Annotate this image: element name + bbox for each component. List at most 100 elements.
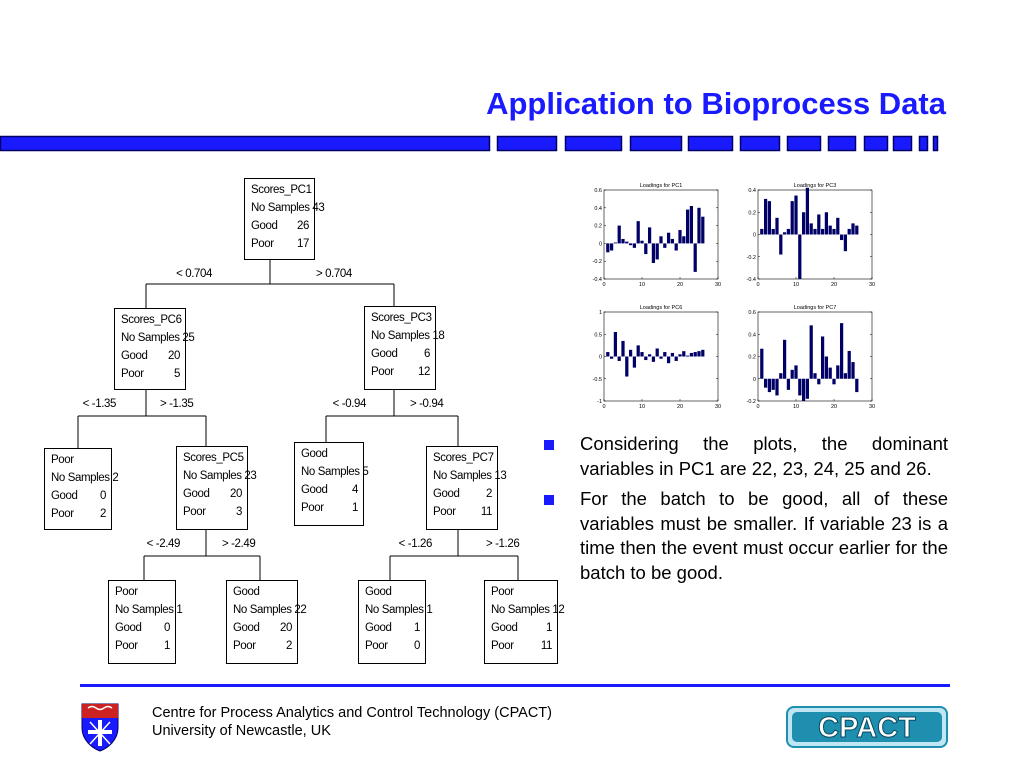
tree-node-count: 1	[164, 640, 170, 652]
tree-node-label: No Samples 2	[51, 472, 119, 484]
loading-bar	[851, 362, 855, 379]
loading-bar	[644, 243, 648, 255]
x-tick-label: 30	[715, 404, 721, 410]
loading-bar	[628, 349, 633, 357]
tree-node-line: No Samples 5	[301, 463, 369, 481]
loading-bar	[767, 378, 772, 393]
loading-bar	[824, 356, 829, 379]
loading-bar	[786, 228, 791, 235]
tree-node-label: No Samples 1	[115, 604, 183, 616]
loading-bar	[632, 243, 637, 248]
tree-node-count: 20	[280, 622, 292, 634]
tree-node-label: No Samples 5	[301, 466, 369, 478]
loading-bar	[682, 351, 686, 357]
loading-bar	[644, 356, 648, 361]
split-condition-root-right: > 0.704	[316, 268, 352, 280]
bullet-list: Considering the plots, the dominant vari…	[540, 432, 948, 591]
loading-bar	[625, 356, 629, 377]
loading-bar	[625, 241, 629, 244]
loading-bar	[775, 217, 779, 235]
tree-node-label: Good	[115, 622, 142, 634]
tree-node-label: Good	[233, 622, 260, 634]
loading-bar	[843, 373, 848, 379]
tree-node-label: No Samples 13	[433, 470, 507, 482]
x-tick-label: 30	[869, 404, 875, 410]
loading-bar	[839, 234, 844, 241]
tree-node-label: Good	[371, 348, 398, 360]
x-tick-label: 0	[602, 282, 605, 288]
tree-node-line: Good 20	[233, 619, 292, 637]
cpact-logo: CPACT	[786, 706, 948, 748]
x-tick-label: 10	[793, 404, 799, 410]
title-bar-segment	[687, 135, 734, 152]
tree-node-label: Poor	[365, 640, 388, 652]
tree-node-label: Poor	[51, 454, 74, 466]
tree-node-line: Scores_PC3	[371, 309, 432, 327]
bullet-square-icon	[544, 495, 554, 505]
loading-bar	[767, 201, 772, 235]
loading-bar	[828, 367, 832, 379]
y-tick-label: -0.4	[747, 277, 756, 283]
split-condition-pc6-right: > -1.35	[160, 398, 194, 410]
tree-node-label: Scores_PC1	[251, 184, 312, 196]
tree-node-count: 6	[424, 348, 430, 360]
tree-node-count: 5	[174, 368, 180, 380]
tree-node-count: 2	[100, 508, 106, 520]
bullet-text: Considering the plots, the dominant vari…	[580, 433, 948, 479]
loading-bar	[647, 354, 652, 357]
y-tick-label: 0	[753, 233, 756, 239]
loading-bar	[693, 243, 697, 272]
loading-bar	[666, 232, 671, 244]
tree-node-label: Poor	[491, 640, 514, 652]
tree-node-count: 1	[546, 622, 552, 634]
loading-bar	[798, 234, 802, 279]
y-tick-label: 1	[599, 310, 602, 316]
loading-bar	[839, 323, 844, 379]
y-tick-label: 0.2	[594, 224, 602, 230]
tree-node-count: 0	[414, 640, 420, 652]
loading-bar	[763, 198, 768, 235]
tree-node-label: Poor	[371, 366, 394, 378]
loading-bar	[782, 232, 787, 235]
loading-bar	[636, 345, 640, 357]
tree-node-line: Good	[233, 583, 292, 601]
tree-node-label: Poor	[115, 640, 138, 652]
title-bar-segment	[629, 135, 683, 152]
x-tick-label: 10	[639, 404, 645, 410]
tree-node-label: Good	[491, 622, 518, 634]
tree-node-label: Poor	[233, 640, 256, 652]
x-tick-label: 0	[602, 404, 605, 410]
tree-node-count: 11	[540, 640, 553, 652]
title-bar-segment	[827, 135, 857, 152]
tree-node-label: Poor	[491, 586, 514, 598]
tree-node-count: 0	[164, 622, 170, 634]
footer-line-2: University of Newcastle, UK	[152, 723, 331, 739]
tree-node-label: No Samples 43	[251, 202, 325, 214]
footer-text: Centre for Process Analytics and Control…	[152, 704, 552, 740]
y-tick-label: 0.4	[748, 188, 756, 194]
loading-bar	[617, 356, 621, 361]
tree-node-count: 20	[168, 350, 180, 362]
loading-bar	[674, 243, 678, 251]
tree-connectors	[77, 260, 519, 580]
tree-node-line: Scores_PC7	[433, 449, 494, 467]
loading-bar	[843, 234, 848, 252]
loading-bar	[689, 352, 694, 357]
loading-bar	[678, 230, 682, 244]
bullet-square-icon	[544, 440, 554, 450]
split-condition-pc5-left: < -2.49	[146, 538, 181, 550]
tree-node-line: No Samples 1	[115, 601, 183, 619]
x-tick-label: 0	[756, 404, 759, 410]
split-condition-pc3-left: < -0.94	[332, 398, 367, 410]
tree-node-label: Good	[301, 448, 328, 460]
